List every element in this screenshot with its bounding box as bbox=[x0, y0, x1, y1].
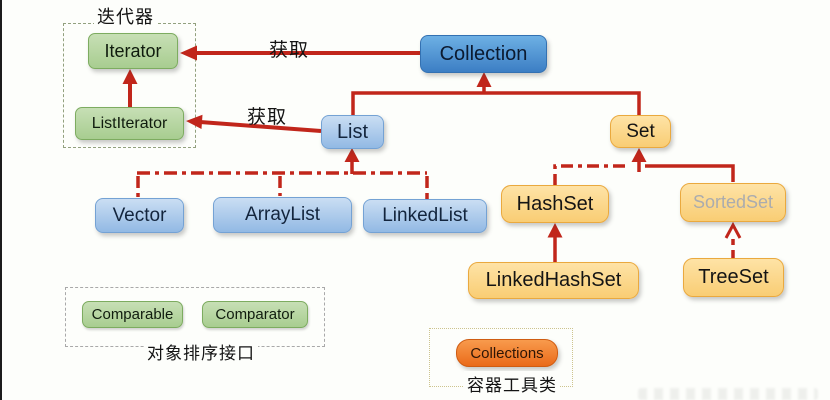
dashdot-hashset-to-set bbox=[553, 164, 626, 186]
get-label-bottom: 获取 bbox=[247, 107, 288, 128]
node-set: Set bbox=[610, 115, 671, 148]
node-list: List bbox=[321, 115, 384, 149]
head-set-up bbox=[631, 148, 647, 162]
node-collection: Collection bbox=[420, 35, 547, 73]
node-arraylist: ArrayList bbox=[213, 197, 352, 233]
line-list-set-to-collection bbox=[351, 91, 641, 115]
node-comparator: Comparator bbox=[202, 301, 308, 328]
node-listiterator: ListIterator bbox=[75, 107, 184, 140]
openhead-sortedset bbox=[724, 221, 742, 239]
watermark bbox=[638, 388, 818, 400]
get-label-top: 获取 bbox=[269, 40, 310, 61]
node-comparable: Comparable bbox=[82, 301, 183, 328]
node-linkedhashset: LinkedHashSet bbox=[468, 262, 639, 299]
head-list-up bbox=[344, 148, 360, 162]
sort-group-label: 对象排序接口 bbox=[144, 339, 258, 364]
utility-group-label: 容器工具类 bbox=[464, 371, 560, 396]
node-vector: Vector bbox=[95, 198, 184, 233]
node-hashset: HashSet bbox=[501, 185, 609, 223]
node-iterator: Iterator bbox=[88, 33, 178, 69]
iterator-group-label: 迭代器 bbox=[94, 3, 157, 29]
node-treeset: TreeSet bbox=[683, 258, 784, 297]
head-hashset-up bbox=[547, 223, 563, 238]
left-edge-strip bbox=[0, 0, 2, 400]
head-collection-up bbox=[476, 72, 492, 87]
node-linkedlist: LinkedList bbox=[363, 199, 487, 233]
line-sortedset-to-set bbox=[645, 164, 735, 182]
node-collections: Collections bbox=[456, 339, 558, 367]
node-sortedset: SortedSet bbox=[680, 183, 786, 222]
